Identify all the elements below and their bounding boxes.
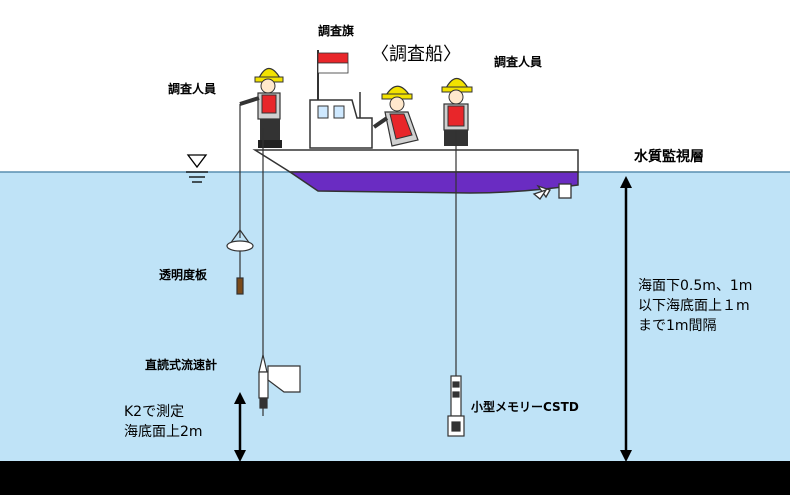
survey-ship-label: 〈調査船〉 [371, 44, 461, 65]
current-meter-icon [258, 354, 301, 416]
transparency-disk-label: 透明度板 [159, 268, 208, 282]
life-vest [261, 94, 277, 114]
sea-area [0, 172, 790, 462]
water-level-symbol [186, 154, 208, 183]
ctd-instrument-icon [447, 375, 465, 437]
k2-note-line2: 海底面上2m [124, 424, 203, 440]
depth-range-arrow [620, 176, 632, 462]
survey-ship [252, 50, 579, 200]
water-quality-layer-label: 水質監視層 [634, 149, 704, 165]
survey-flag-icon [317, 52, 349, 64]
ctd-label: 小型メモリーCSTD [471, 400, 579, 414]
survey-flag-label: 調査旗 [318, 24, 355, 38]
surveyor-right-label: 調査人員 [494, 55, 543, 69]
seabed [0, 461, 790, 495]
k2-distance-arrow [234, 392, 246, 462]
surveyor-left-figure [239, 67, 284, 148]
depth-note-line3: まで1m間隔 [638, 318, 717, 334]
transparency-disk-icon [226, 229, 254, 295]
depth-note-line1: 海面下0.5m、1m [638, 278, 753, 294]
depth-note: 海面下0.5m、1m 以下海底面上１m まで1m間隔 [638, 276, 752, 336]
k2-note-line1: K2で測定 [124, 404, 185, 420]
current-meter-label: 直読式流速計 [145, 358, 218, 372]
surveyor-right-figure [441, 77, 473, 146]
depth-note-line2: 以下海底面上１m [638, 298, 750, 314]
k2-note: K2で測定 海底面上2m [124, 402, 203, 442]
surveyor-middle-figure [372, 85, 419, 147]
propeller-icon [532, 183, 572, 200]
surveyor-left-label: 調査人員 [168, 82, 217, 96]
